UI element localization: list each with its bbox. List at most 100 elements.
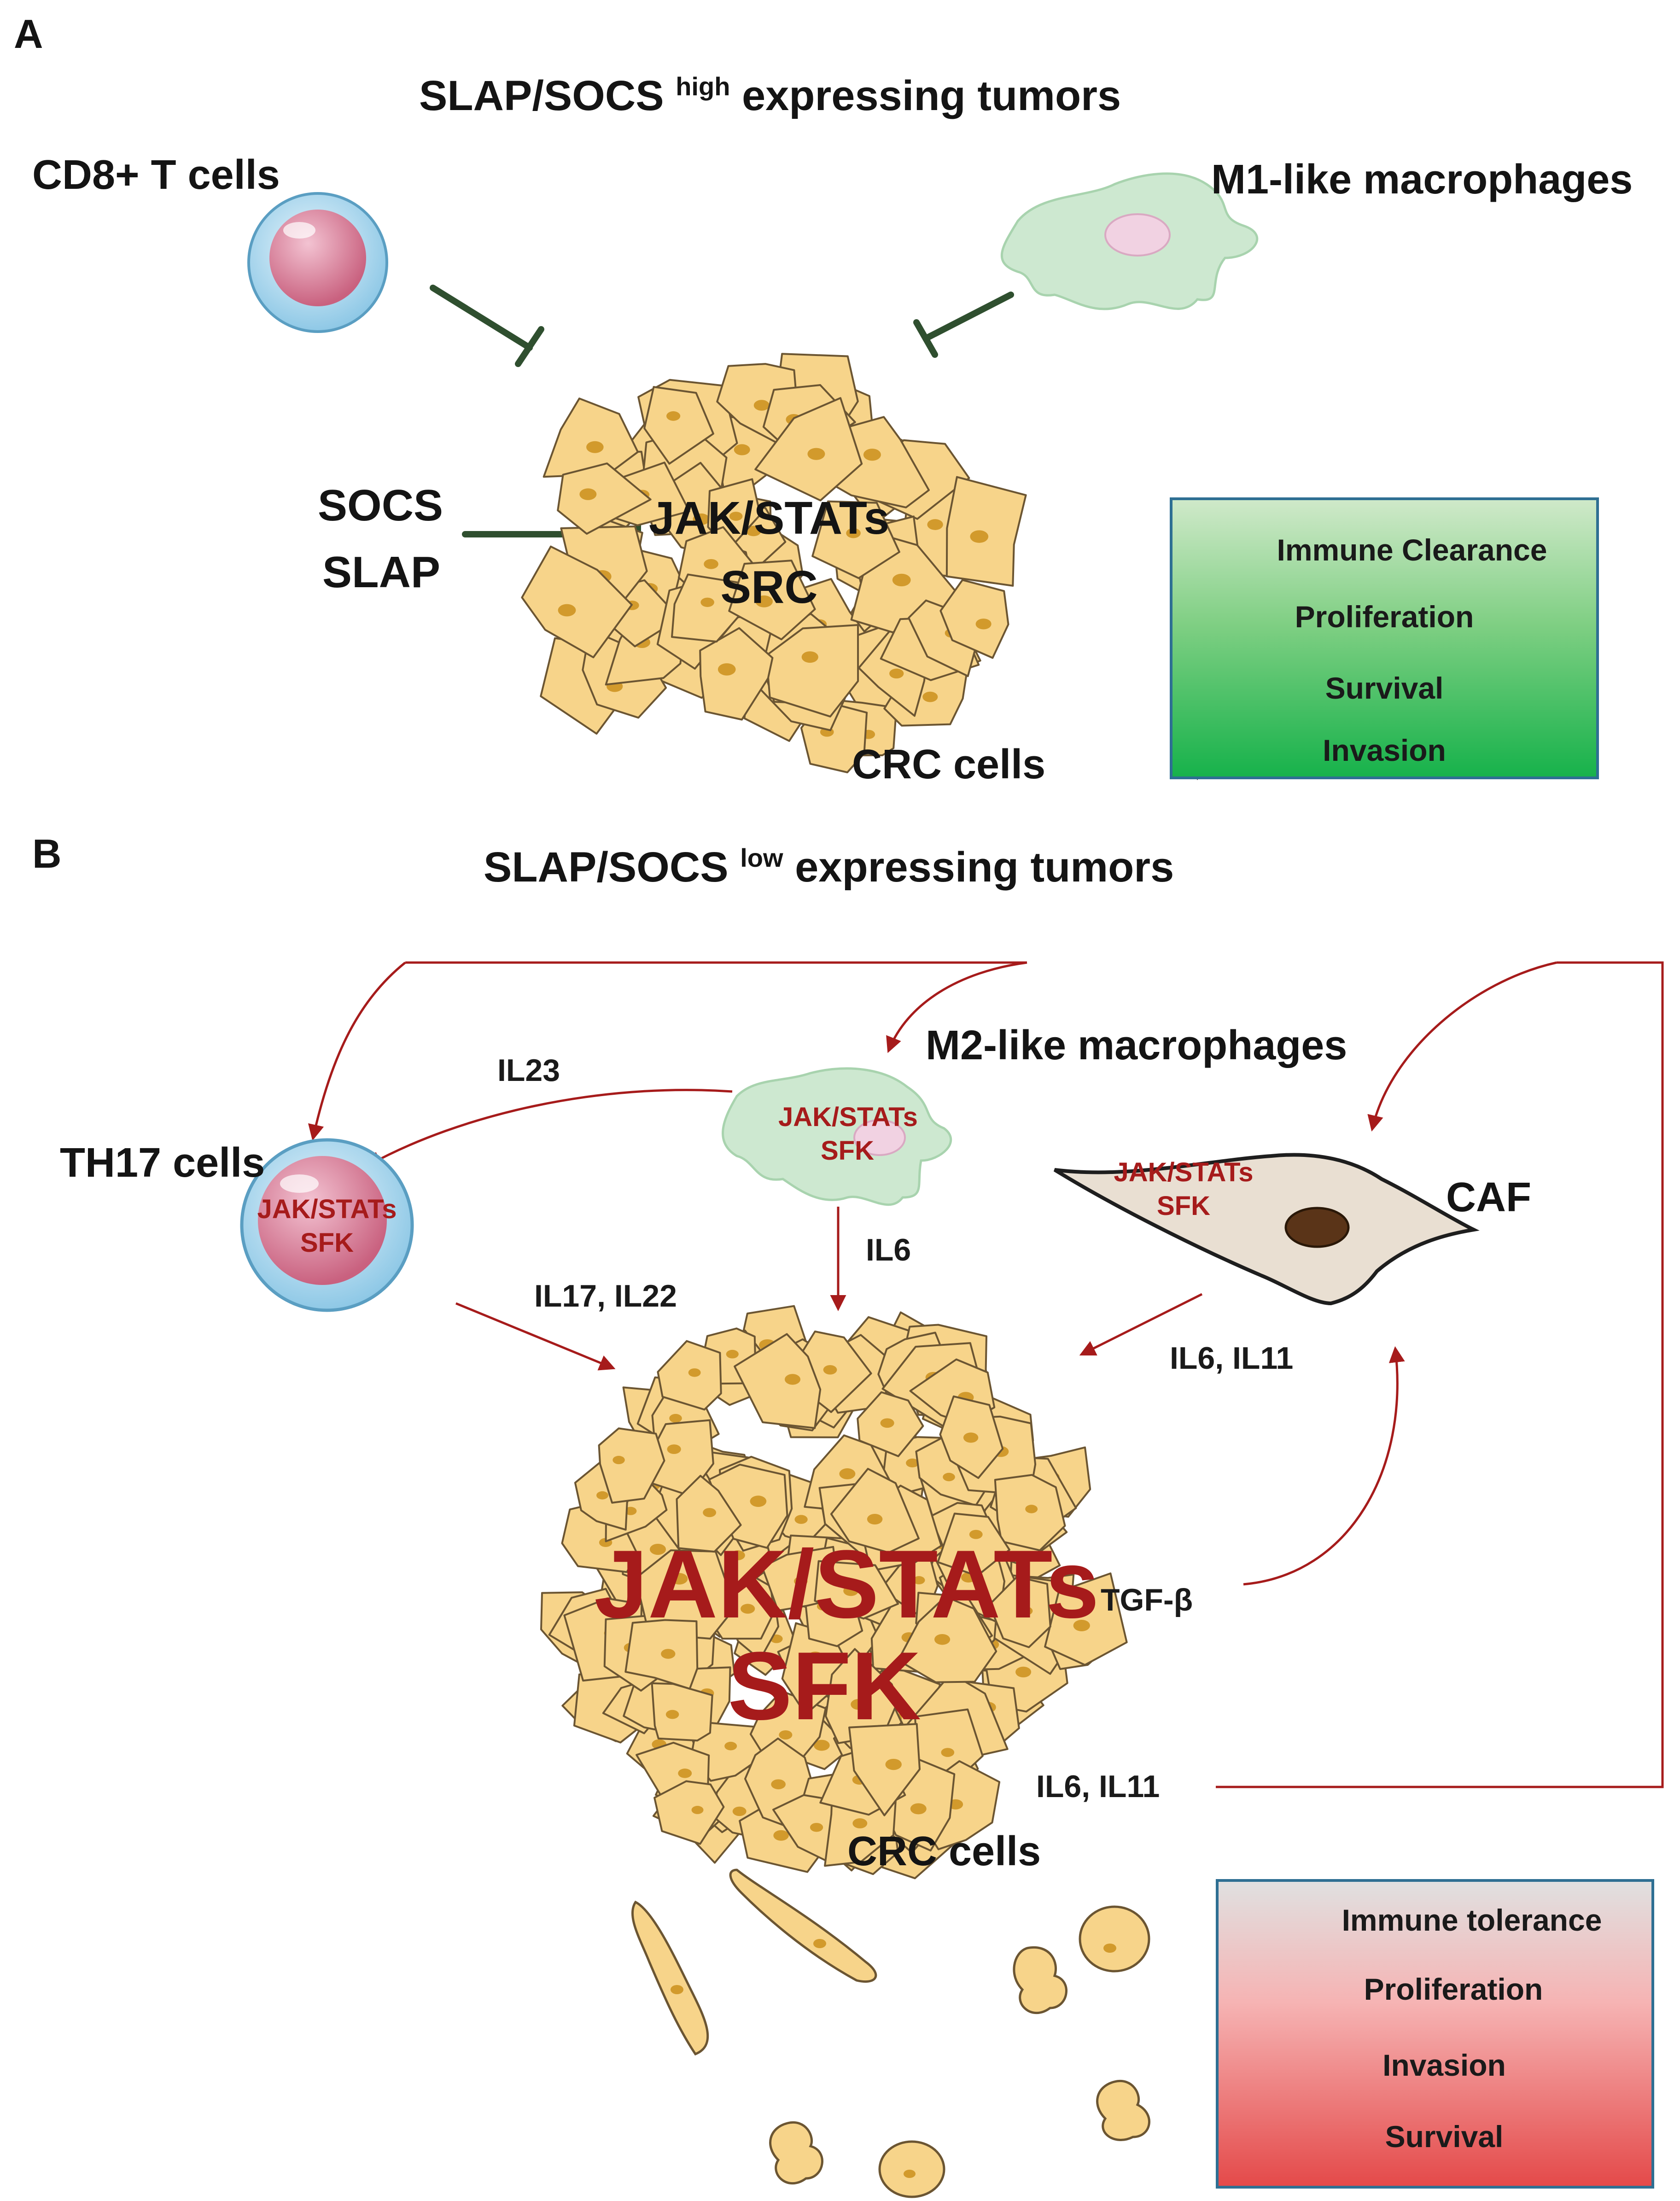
tumor-cell-nucleus	[771, 1779, 786, 1790]
tumor-cell-nucleus	[732, 1806, 747, 1816]
legend-a-item-2: Proliferation	[1295, 600, 1474, 634]
pathway-label-a-line2: SRC	[720, 561, 818, 613]
panel-a-title: SLAP/SOCS high expressing tumors	[419, 74, 1121, 117]
tumor-cell-nucleus	[718, 663, 736, 676]
caf-icon	[1053, 1153, 1480, 1306]
th17-pathway-label: JAK/STATs SFK	[249, 1193, 405, 1260]
cd8-t-cell-icon	[247, 192, 388, 333]
tumor-cell-nucleus	[794, 1515, 808, 1524]
tumor-cell-nucleus	[970, 530, 989, 543]
m2-pathway-line2: SFK	[821, 1135, 874, 1166]
socs-label: SOCS	[318, 481, 443, 530]
cytokine-il6-m2: IL6	[866, 1232, 911, 1267]
tumor-cell-nucleus	[678, 1769, 692, 1778]
m1-macrophages-label: M1-like macrophages	[1211, 157, 1633, 203]
tumor-cell-nucleus	[665, 1710, 679, 1719]
invading-cells	[631, 1868, 1150, 2198]
tumor-cell-nucleus	[885, 1758, 902, 1770]
tumor-cell-nucleus	[741, 1604, 755, 1614]
tumor-cell-nucleus	[746, 525, 761, 537]
tumor-cell-nucleus	[839, 1468, 856, 1480]
tumor-cell-nucleus	[730, 1550, 745, 1560]
cd8-t-cells-label: CD8+ T cells	[32, 152, 280, 198]
tumor-cell-nucleus	[688, 1368, 701, 1377]
tumor-cell	[848, 1723, 921, 1816]
caf-label: CAF	[1446, 1174, 1531, 1220]
tumor-cell-nucleus	[880, 1418, 894, 1428]
panel-a-letter: A	[14, 11, 43, 57]
tumor-cell-nucleus	[753, 400, 770, 411]
tumor-cell-nucleus	[704, 559, 718, 569]
panel-b-title-main: SLAP/SOCS	[484, 844, 729, 891]
cytokine-il17-il22: IL17, IL22	[534, 1279, 677, 1314]
legend-a-item-1: Immune Clearance	[1277, 533, 1547, 567]
tumor-cell-nucleus	[943, 1472, 955, 1482]
caf-pathway-line1: JAK/STATs	[1114, 1157, 1254, 1187]
tumor-cell-nucleus	[700, 597, 714, 607]
panel-b-title-sup: low	[740, 843, 783, 872]
tumor-cell-nucleus	[975, 619, 992, 630]
tumor-cell-nucleus	[807, 448, 825, 460]
crc-pathway-label: JAK/STATs SFK	[594, 1533, 1099, 1737]
tumor-cell	[811, 500, 900, 579]
caf-pathway-line2: SFK	[1157, 1191, 1210, 1221]
panel-a-title-tail: expressing tumors	[741, 72, 1121, 119]
tumor-cell-nucleus	[906, 1458, 919, 1468]
th17-pathway-line2: SFK	[300, 1227, 354, 1258]
tumor-cell-nucleus	[586, 441, 604, 453]
tumor-cell-nucleus	[813, 1740, 830, 1751]
cytokine-il6-il11-crc: IL6, IL11	[1036, 1769, 1160, 1804]
tumor-cell-nucleus	[755, 595, 773, 607]
tumor-cell-nucleus	[784, 1374, 801, 1385]
tumor-cell	[937, 1512, 1010, 1577]
tumor-cell-nucleus	[779, 1730, 793, 1740]
m2-macrophage-icon	[722, 1067, 952, 1206]
tumor-cell-nucleus	[863, 449, 881, 461]
tumor-cell-nucleus	[703, 1508, 717, 1518]
m2-pathway-label: JAK/STATs SFK	[778, 1101, 918, 1168]
m1-macrophage-icon	[1000, 172, 1259, 310]
tumor-cell-nucleus	[558, 604, 576, 617]
tumor-cell-nucleus	[1073, 1620, 1090, 1631]
tumor-cell	[988, 1576, 1051, 1648]
panel-b-letter: B	[32, 831, 62, 876]
tumor-cell-nucleus	[807, 1652, 823, 1663]
th17-pathway-line1: JAK/STATs	[257, 1194, 397, 1224]
tumor-cell-nucleus	[922, 691, 938, 702]
tumor-cell	[699, 627, 774, 721]
tumor-cell-nucleus	[852, 1818, 868, 1828]
tumor-cell-nucleus	[661, 1649, 676, 1659]
legend-b-item-4: Survival	[1385, 2119, 1504, 2154]
legend-a-item-3: Survival	[1325, 671, 1444, 705]
tumor-cell-nucleus	[801, 651, 818, 663]
tumor-cell-nucleus	[941, 1748, 955, 1757]
th17-cell-icon	[240, 1138, 414, 1312]
tumor-cell-nucleus	[724, 1741, 737, 1751]
tumor-cell-nucleus	[851, 1699, 867, 1710]
tumor-cell	[521, 545, 633, 659]
tumor-cell-nucleus	[810, 1823, 823, 1832]
tumor-cell-nucleus	[691, 1806, 704, 1814]
legend-b-item-3: Invasion	[1382, 2048, 1506, 2082]
tumor-cell-nucleus	[579, 488, 597, 500]
tumor-cell	[643, 386, 714, 465]
tumor-cell-nucleus	[963, 1432, 979, 1443]
tumor-cell	[557, 462, 652, 535]
panel-b-title-tail: expressing tumors	[795, 844, 1174, 891]
tumor-cell	[939, 579, 1009, 659]
tumor-cell-nucleus	[729, 512, 743, 521]
cytokine-il6-il11-caf: IL6, IL11	[1170, 1341, 1294, 1376]
m2-pathway-line1: JAK/STATs	[778, 1102, 918, 1132]
panel-b-title: SLAP/SOCS low expressing tumors	[484, 843, 1174, 891]
tumor-cell-nucleus	[671, 1573, 688, 1585]
legend-a-item-4: Invasion	[1323, 733, 1446, 767]
legend-box-b: Immune tolerance Proliferation Invasion …	[1216, 1879, 1654, 2189]
tumor-cell-nucleus	[843, 1585, 859, 1596]
tumor-cell-nucleus	[969, 1530, 983, 1539]
tumor-cell	[651, 1682, 713, 1742]
tumor-cell	[734, 1333, 822, 1429]
tumor-cell	[657, 1340, 722, 1411]
crc-cells-label-a: CRC cells	[852, 741, 1046, 788]
pathway-label-a-line1: JAK/STATs	[648, 492, 890, 544]
